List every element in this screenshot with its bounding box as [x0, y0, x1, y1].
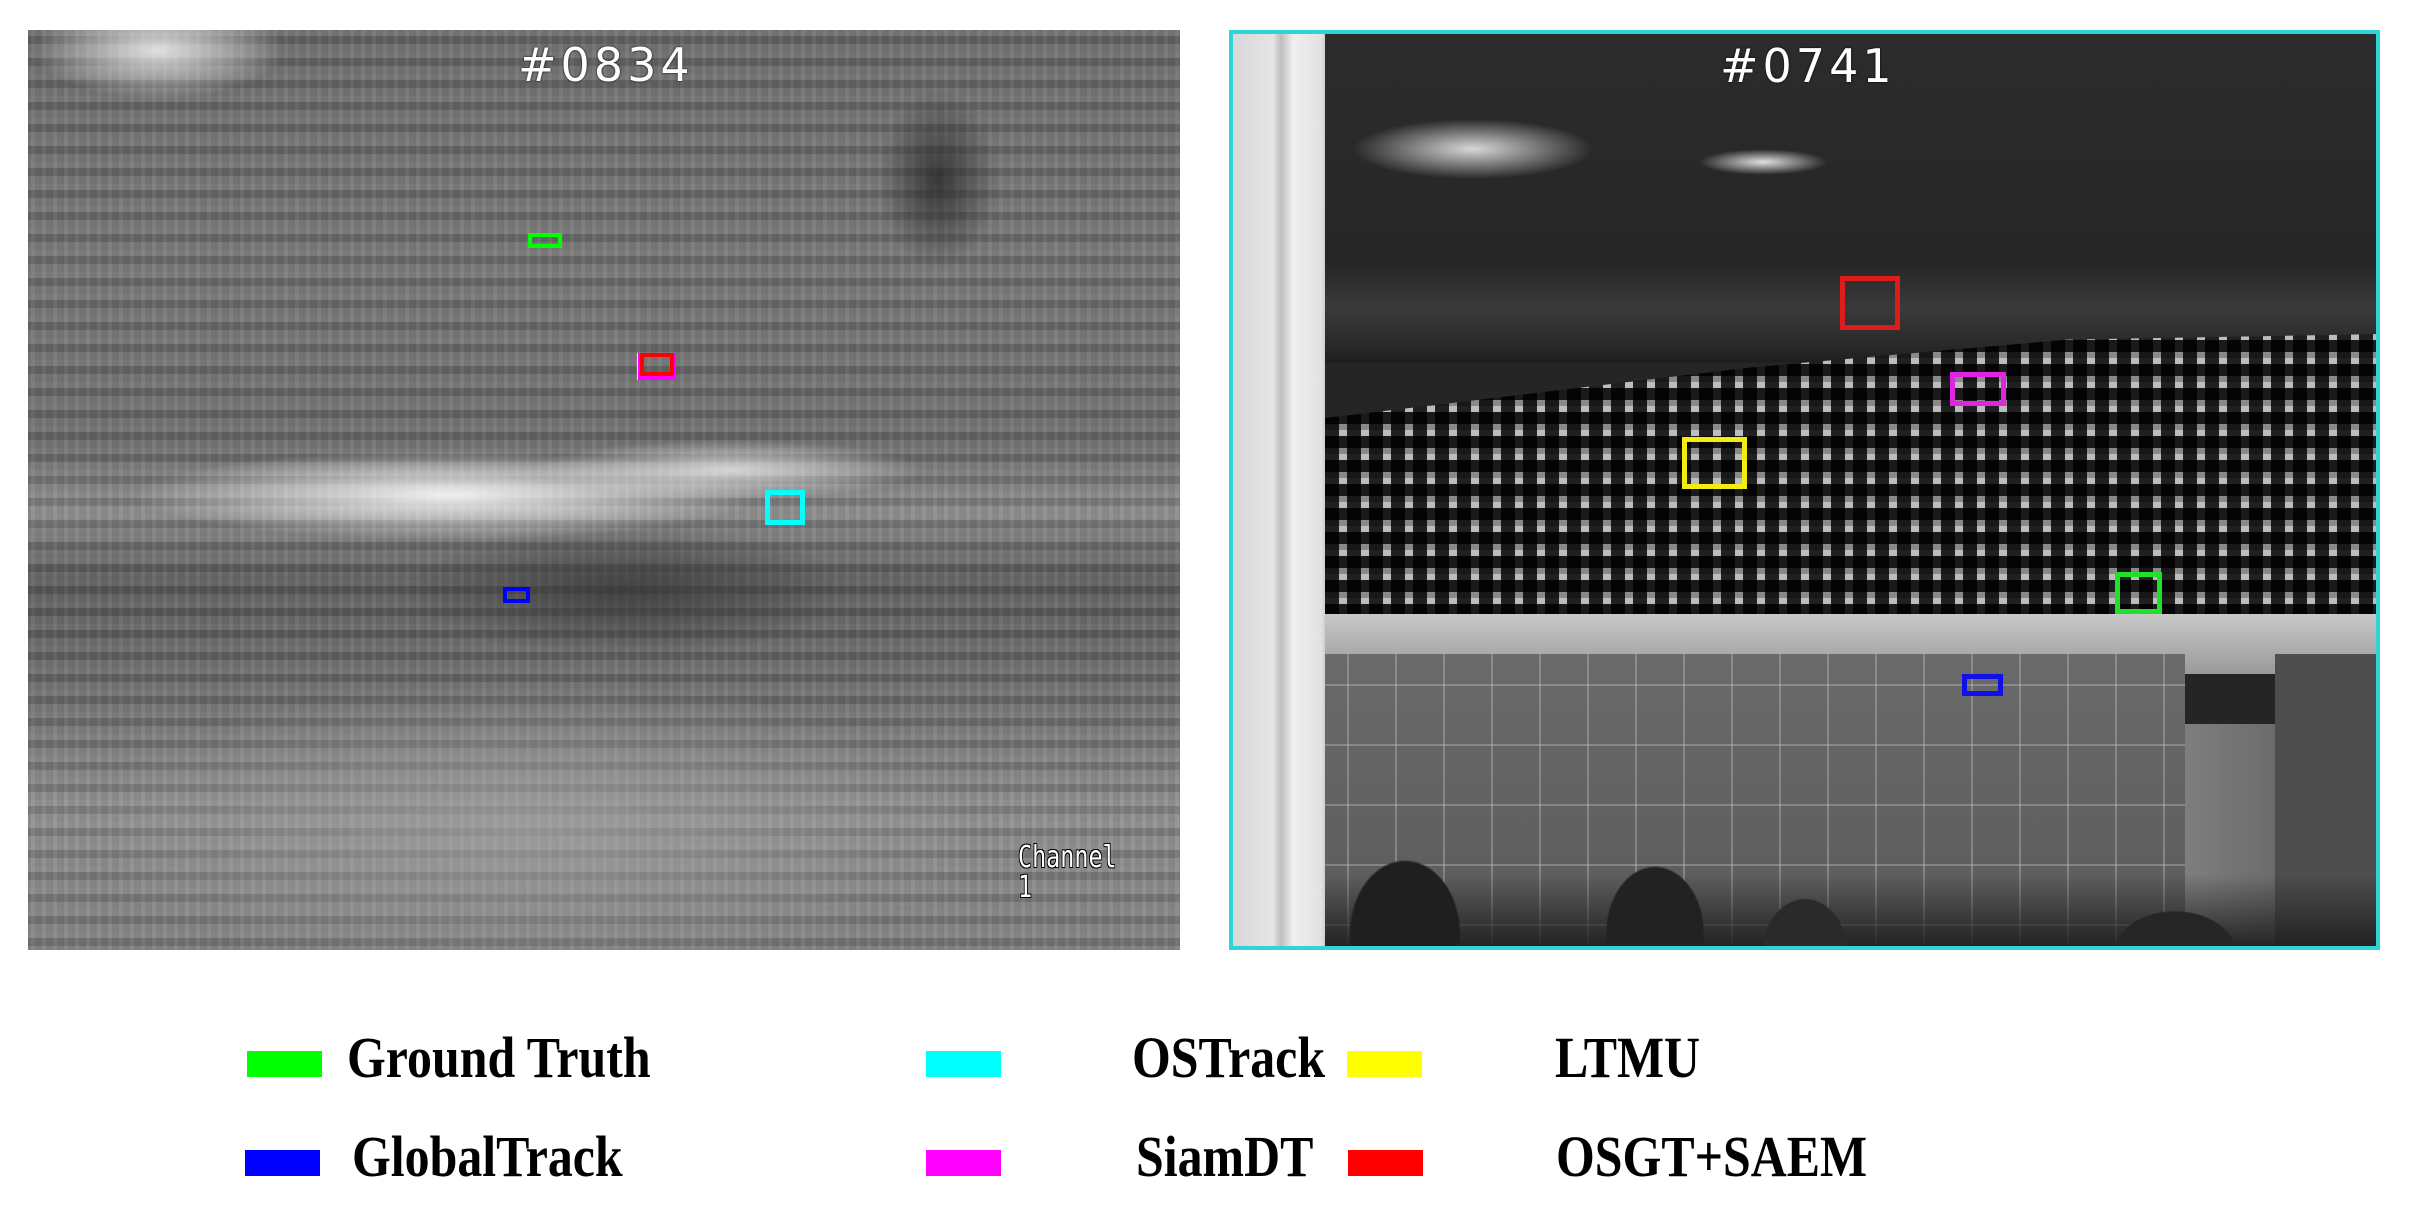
channel-overlay-label: Channel 1: [1018, 840, 1117, 905]
swatch-cyan: [926, 1051, 1001, 1077]
swatch-blue: [245, 1150, 320, 1176]
legend-label: SiamDT: [1136, 1124, 1314, 1189]
swatch-red: [1348, 1150, 1423, 1176]
bbox-ground-truth: [2115, 572, 2162, 614]
bbox-ltmu: [1682, 437, 1747, 489]
legend-label: LTMU: [1555, 1025, 1701, 1090]
legend-label: Ground Truth: [347, 1025, 651, 1090]
legend: Ground Truth OSTrack LTMU GlobalTrack Si…: [0, 1025, 2415, 1210]
frame-number-label: #0741: [1720, 39, 1896, 93]
bbox-globaltrack: [503, 587, 530, 603]
frame-number-label: #0834: [518, 38, 694, 92]
legend-label: OSGT+SAEM: [1556, 1124, 1868, 1189]
legend-label: OSTrack: [1132, 1025, 1326, 1090]
bbox-ground-truth: [528, 233, 562, 248]
legend-label: GlobalTrack: [352, 1124, 623, 1189]
swatch-magenta: [926, 1150, 1001, 1176]
bbox-siamdt: [1950, 372, 2006, 406]
bbox-osgt-saem: [1840, 276, 1900, 330]
left-frame-image: #0834 Channel 1: [28, 30, 1180, 950]
bbox-osgt-saem: [640, 353, 674, 376]
bbox-ostrack: [765, 490, 805, 525]
bbox-globaltrack: [1962, 674, 2003, 696]
trees-foreground: [1325, 794, 2376, 946]
swatch-green: [247, 1051, 322, 1077]
rooftops-region: [1325, 334, 2376, 614]
swatch-yellow: [1347, 1051, 1422, 1077]
right-frame-image: #0741: [1229, 30, 2380, 950]
